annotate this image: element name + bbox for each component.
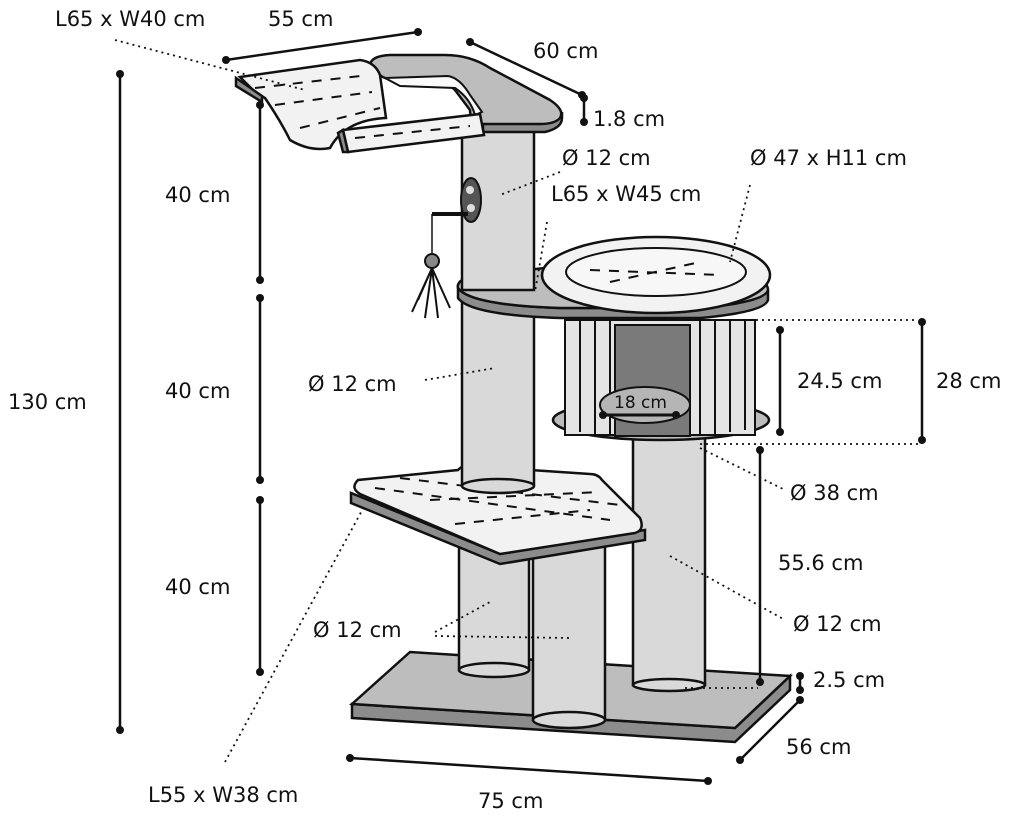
label-lower-platform-size: L55 x W38 cm <box>148 783 298 807</box>
label-base-width: 75 cm <box>478 789 543 813</box>
label-post-middle-diameter: Ø 12 cm <box>308 372 397 396</box>
label-top-thickness: 1.8 cm <box>593 107 665 131</box>
label-top-platform-size: L65 x W40 cm <box>55 7 205 31</box>
label-total-height: 130 cm <box>8 390 87 414</box>
bed <box>540 235 772 315</box>
lower-front-post <box>531 538 607 730</box>
label-top-depth: 60 cm <box>533 39 598 63</box>
label-lower-posts-diameter: Ø 12 cm <box>313 618 402 642</box>
label-base-thickness: 2.5 cm <box>813 668 885 692</box>
label-cave-inner-height: 24.5 cm <box>797 369 882 393</box>
toy-mouse-icon <box>411 177 482 319</box>
label-cave-diameter: Ø 38 cm <box>790 481 879 505</box>
right-post <box>631 428 707 693</box>
hammock <box>234 58 486 154</box>
label-cave-opening: 18 cm <box>614 393 667 413</box>
label-bed-size: Ø 47 x H11 cm <box>750 146 907 170</box>
label-middle-platform-size: L65 x W45 cm <box>551 182 701 206</box>
leader-lines <box>114 39 918 763</box>
dimension-lines <box>116 28 926 785</box>
label-height-segment-3: 40 cm <box>165 575 230 599</box>
top-platform <box>368 53 564 134</box>
label-right-post-height: 55.6 cm <box>778 551 863 575</box>
label-cave-total-height: 28 cm <box>936 369 1001 393</box>
cave <box>551 319 771 442</box>
label-height-segment-2: 40 cm <box>165 379 230 403</box>
label-top-width: 55 cm <box>268 7 333 31</box>
middle-post <box>460 298 536 495</box>
label-right-post-diameter: Ø 12 cm <box>793 612 882 636</box>
label-base-depth: 56 cm <box>786 735 851 759</box>
label-post-top-diameter: Ø 12 cm <box>562 146 651 170</box>
label-height-segment-1: 40 cm <box>165 183 230 207</box>
dimension-labels: L65 x W40 cm 55 cm 60 cm 1.8 cm Ø 12 cm … <box>8 7 1001 813</box>
